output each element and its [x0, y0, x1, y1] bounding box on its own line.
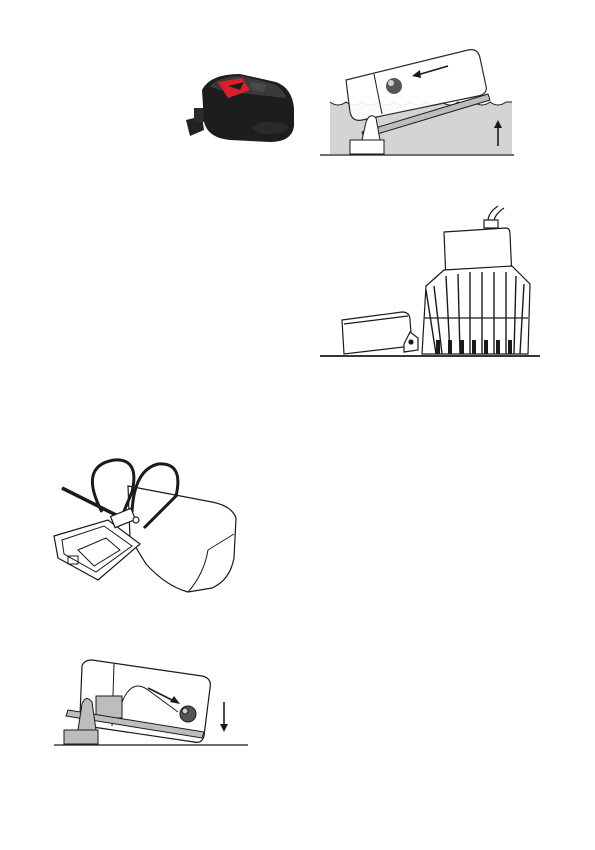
float-switch-photo-icon — [186, 74, 294, 142]
switch-tilted-down — [52, 656, 252, 752]
switch-with-cable-ties — [48, 456, 244, 596]
switch-tilted-up-in-water — [318, 44, 518, 160]
float-switch-raised-icon — [320, 50, 514, 155]
cable-tie-mounting-icon — [54, 460, 236, 592]
float-switch-lowered-icon — [54, 660, 248, 745]
float-switch-photo — [180, 68, 300, 148]
switch-beside-bilge-pump — [318, 200, 542, 366]
bilge-pump-icon — [320, 206, 540, 356]
